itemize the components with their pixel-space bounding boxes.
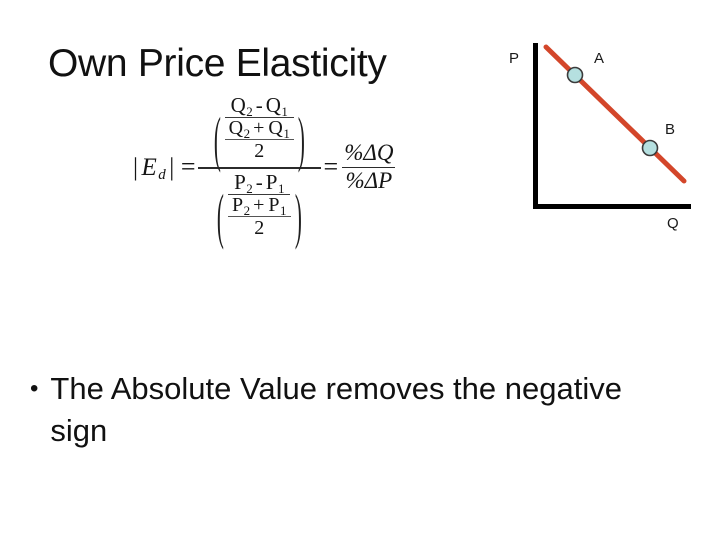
quantity-symbol: Q <box>230 93 246 117</box>
percent-change-quantity: %ΔQ <box>342 140 396 168</box>
quantity-subscript-two: 2 <box>246 104 253 119</box>
price-symbol: P <box>234 169 246 194</box>
y-axis-label: P <box>509 50 519 67</box>
x-axis-label: Q <box>667 215 679 231</box>
page-title: Own Price Elasticity <box>48 42 387 85</box>
price-symbol: P <box>268 193 280 216</box>
point-a-marker <box>566 66 584 84</box>
quantity-subscript-two: 2 <box>243 125 251 141</box>
demand-curve-graph: P Q A B <box>495 36 710 231</box>
price-divisor: 2 <box>254 217 265 240</box>
demand-curve-line <box>543 44 687 184</box>
elasticity-variable-subscript: d <box>158 167 167 184</box>
equals-sign-first: = <box>180 152 196 182</box>
plus-operator: + <box>253 116 265 139</box>
point-b-label: B <box>665 121 675 138</box>
minus-operator: - <box>255 93 263 117</box>
quantity-symbol: Q <box>268 116 283 139</box>
paren-close-quantity: ) <box>297 107 305 175</box>
percent-change-fraction: %ΔQ %ΔP <box>342 140 396 194</box>
bullet-text: The Absolute Value removes the negative … <box>50 371 622 448</box>
percent-change-price: %ΔP <box>345 167 393 193</box>
quantity-symbol: Q <box>228 116 244 139</box>
paren-open-price: ( <box>217 184 225 252</box>
paren-open-quantity: ( <box>213 107 221 175</box>
price-subscript-one: 1 <box>280 202 287 218</box>
paren-close-price: ) <box>294 184 302 252</box>
quantity-symbol: Q <box>265 93 281 117</box>
elasticity-variable: E <box>141 154 158 182</box>
quantity-subscript-one: 1 <box>281 104 288 119</box>
price-subscript-one: 1 <box>277 180 285 196</box>
price-subscript-two: 2 <box>243 202 251 218</box>
price-symbol: P <box>265 169 278 194</box>
quantity-divisor: 2 <box>254 140 265 163</box>
x-axis <box>533 204 691 209</box>
absolute-value-bar-right: | <box>169 154 175 182</box>
point-a-label: A <box>594 50 604 67</box>
bullet-marker-icon: • <box>30 375 39 402</box>
formula-left-hand-side: | E d | = <box>130 152 198 184</box>
y-axis <box>533 43 538 209</box>
absolute-value-bar-left: | <box>133 154 139 182</box>
bullet-list: • The Absolute Value removes the negativ… <box>30 368 690 452</box>
minus-operator: - <box>255 169 263 194</box>
quantity-subscript-one: 1 <box>283 125 290 141</box>
price-subscript-two: 2 <box>246 180 253 196</box>
equals-sign-second: = <box>323 152 339 182</box>
point-b-marker <box>641 139 659 157</box>
price-symbol: P <box>231 193 244 216</box>
plus-operator: + <box>253 193 265 216</box>
